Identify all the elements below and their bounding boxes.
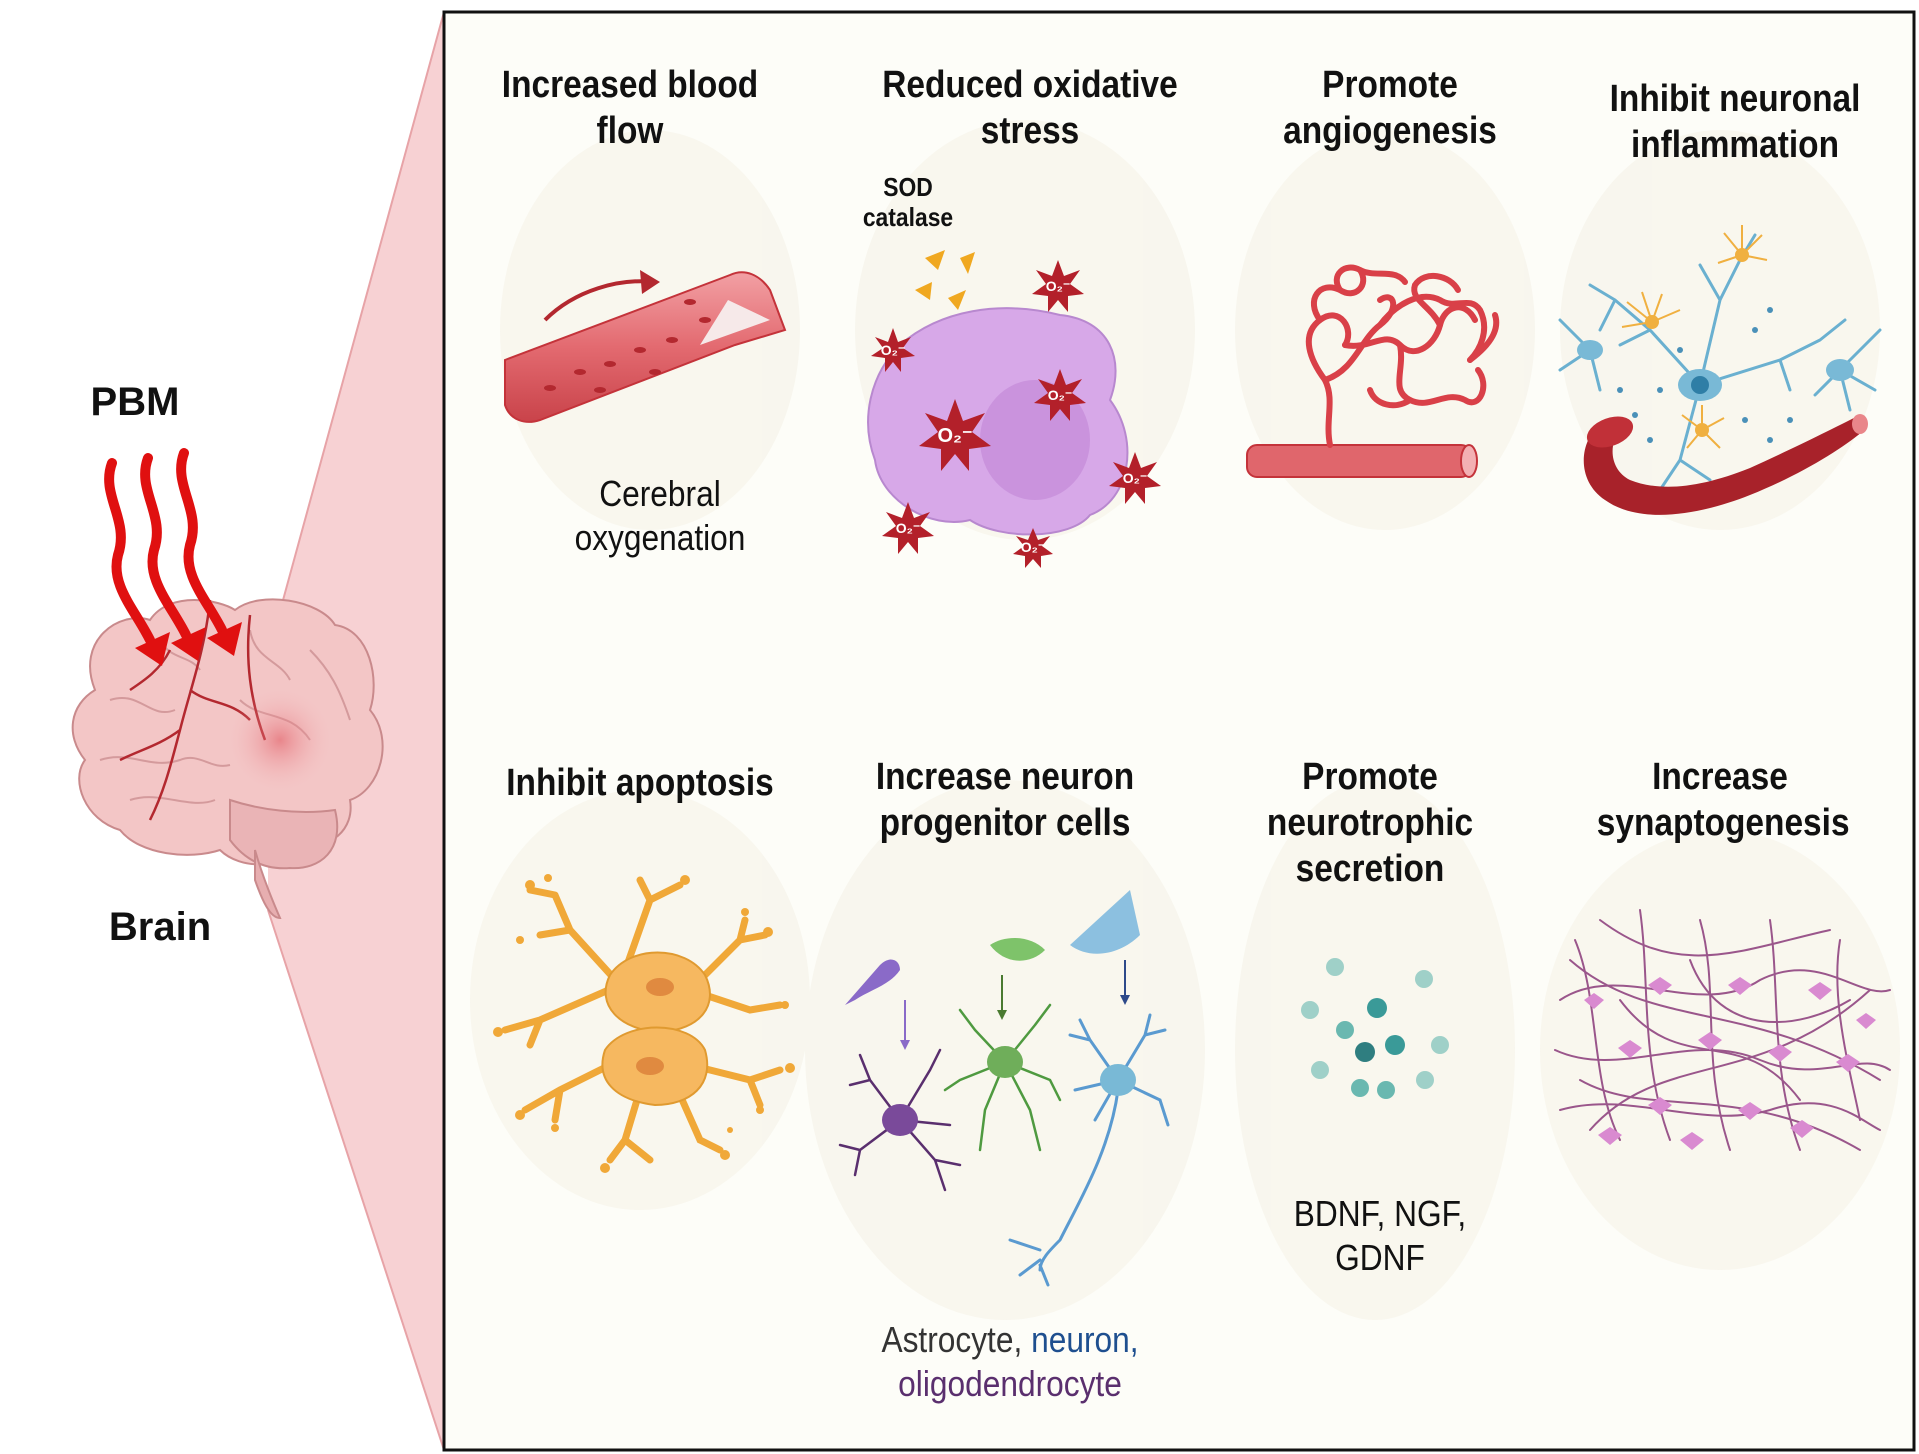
brain-label: Brain <box>108 905 212 949</box>
progenitor-cells-icon <box>838 890 1170 1287</box>
note-line: BDNF, NGF, <box>1293 1193 1467 1234</box>
ros-icon <box>871 328 915 372</box>
apoptosis-cells-icon <box>493 874 795 1173</box>
title-line: synaptogenesis <box>1596 802 1850 844</box>
blood-vessel-icon <box>504 271 787 423</box>
title-line: Increase <box>1652 756 1788 798</box>
funnel-edge-top <box>267 11 445 656</box>
title-line: neurotrophic <box>1266 802 1474 844</box>
title-line: Promote <box>1322 64 1458 106</box>
pbm-arrowheads <box>135 622 242 666</box>
brain-glow <box>225 685 335 795</box>
title-line: angiogenesis <box>1283 110 1497 152</box>
angiogenesis-icon <box>1246 264 1500 478</box>
ros-labels: O₂⁻ O₂⁻ O₂⁻ O₂⁻ O₂⁻ O₂⁻ O₂⁻ <box>881 278 1148 555</box>
panel-1-title: Increased blood flow <box>489 62 771 154</box>
ros-label: O₂⁻ <box>896 520 921 536</box>
title-line: Increased blood <box>501 64 759 106</box>
note-line: catalase <box>862 202 954 232</box>
title-line: progenitor cells <box>879 802 1131 844</box>
title-line: Reduced oxidative <box>882 64 1178 106</box>
inflammation-icon <box>1558 225 1882 515</box>
brain-icon <box>71 598 384 920</box>
ros-label: O₂⁻ <box>1048 387 1073 403</box>
flow-arrowhead <box>640 270 660 294</box>
ros-label: O₂⁻ <box>1021 539 1046 555</box>
ros-label: O₂⁻ <box>1046 278 1071 294</box>
note-line: Astrocyte, neuron, <box>869 1318 1151 1362</box>
panel-2-title: Reduced oxidative stress <box>880 62 1179 154</box>
note-line: oxygenation <box>574 517 746 558</box>
ros-icon <box>882 502 934 554</box>
ros-icon <box>1109 452 1161 504</box>
ros-icon <box>1013 528 1053 568</box>
title-line: Increase neuron <box>875 756 1135 798</box>
synapse-network-icon <box>1554 909 1891 1151</box>
ros-label: O₂⁻ <box>938 425 973 447</box>
panel-8-title: Increase synaptogenesis <box>1596 754 1850 846</box>
panel-7-note: BDNF, NGF, GDNF <box>1274 1192 1485 1280</box>
ros-icon <box>919 399 991 471</box>
oligodendrocyte-text: oligodendrocyte <box>898 1363 1122 1404</box>
antioxidant-label: SOD catalase <box>855 172 961 232</box>
title-line: secretion <box>1295 848 1445 890</box>
ros-icon <box>1034 369 1086 421</box>
title-line: stress <box>980 110 1080 152</box>
pbm-arrows-icon <box>104 448 227 645</box>
ros-icon <box>1032 260 1084 312</box>
ros-stars <box>871 260 1161 568</box>
title-line: Promote <box>1302 756 1438 798</box>
pbm-label: PBM <box>90 380 180 424</box>
ros-label: O₂⁻ <box>1123 470 1148 486</box>
title-line: inflammation <box>1630 124 1840 166</box>
astrocyte-text: Astrocyte, <box>881 1319 1032 1360</box>
panel-3-title: Promote angiogenesis <box>1267 62 1513 154</box>
panel-6-title: Increase neuron progenitor cells <box>869 754 1142 846</box>
ros-label: O₂⁻ <box>881 342 906 358</box>
note-line: GDNF <box>1335 1237 1425 1278</box>
title-line: flow <box>596 110 664 152</box>
neurotrophic-dots-icon <box>1301 958 1449 1099</box>
antioxidant-triangles-icon <box>915 250 975 310</box>
title-line: Inhibit neuronal <box>1609 78 1861 120</box>
panel-7-title: Promote neurotrophic secretion <box>1256 754 1485 892</box>
cell-types-label: Astrocyte, neuron, oligodendrocyte <box>869 1318 1151 1406</box>
panel-4-title: Inhibit neuronal inflammation <box>1599 76 1872 168</box>
panel-1-note: Cerebral oxygenation <box>528 472 792 560</box>
note-line: Cerebral <box>599 473 721 514</box>
funnel-edge-bottom <box>267 909 445 1451</box>
note-line: SOD <box>883 172 933 202</box>
neuron-text: neuron, <box>1031 1319 1139 1360</box>
panel-5-title: Inhibit apoptosis <box>506 762 774 804</box>
